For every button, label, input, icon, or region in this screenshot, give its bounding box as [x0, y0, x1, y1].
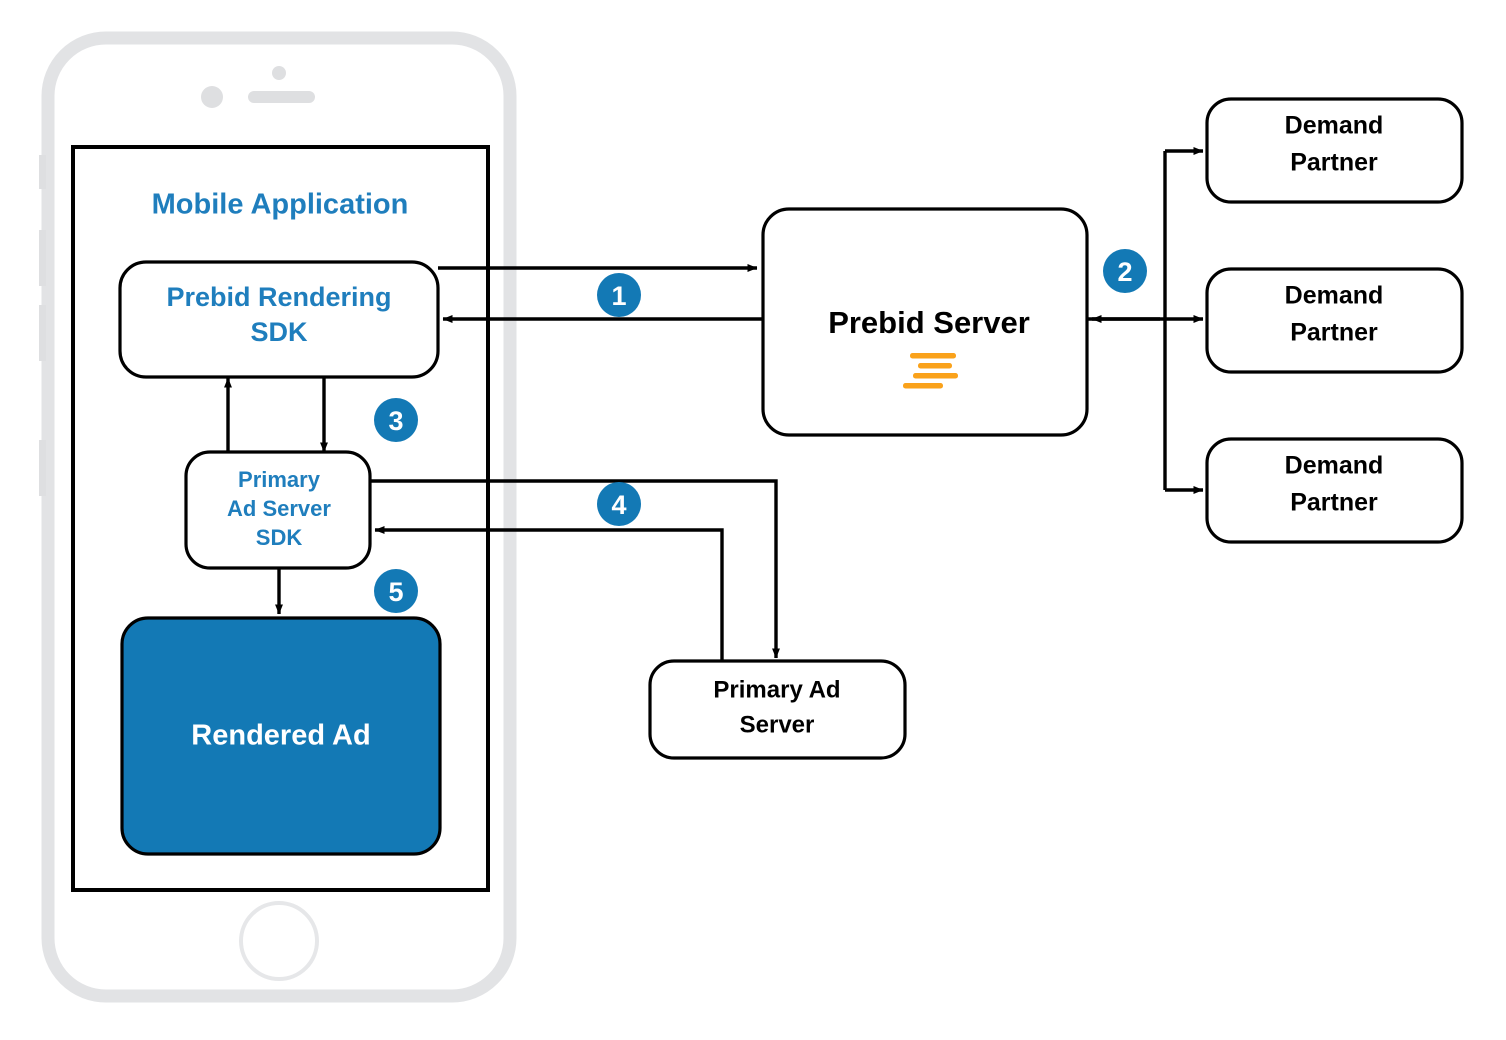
step-badge-2: 2: [1103, 249, 1147, 293]
step-badge-3: 3: [374, 398, 418, 442]
step-badge-5-number: 5: [388, 577, 403, 607]
connectors: [224, 147, 1204, 668]
node-prebid-server[interactable]: Prebid Server: [761, 207, 1089, 437]
volume-down-button[interactable]: [39, 305, 46, 361]
step-badge-4: 4: [597, 482, 641, 526]
prebid-rendering-sdk-label-line2: SDK: [250, 317, 308, 347]
connector-primary-ad-server-to-adserver-sdk: [374, 526, 724, 668]
step-badge-1: 1: [597, 273, 641, 317]
prebid-rendering-sdk-box[interactable]: [118, 260, 440, 379]
demand-partner-1-label-line2: Partner: [1290, 149, 1378, 177]
primary-ad-server-label-line1: Primary Ad: [713, 676, 840, 703]
prebid-server-label: Prebid Server: [828, 305, 1030, 340]
prebid-server-box[interactable]: [761, 207, 1089, 437]
mobile-application-title: Mobile Application: [152, 189, 409, 221]
demand-partner-1-label-line1: Demand: [1285, 112, 1384, 140]
step-badge-4-circle: [597, 482, 641, 526]
volume-up-button[interactable]: [39, 230, 46, 286]
step-badge-5-circle: [374, 569, 418, 613]
primary-ad-server-sdk-label-line2: Ad Server: [227, 496, 331, 521]
prebid-rendering-sdk-label-line1: Prebid Rendering: [166, 282, 391, 312]
demand-partner-3-box[interactable]: [1205, 437, 1464, 544]
power-button[interactable]: [39, 440, 46, 496]
proximity-sensor-icon: [272, 66, 286, 80]
demand-partner-1-box[interactable]: [1205, 97, 1464, 204]
primary-ad-server-sdk-box[interactable]: [184, 450, 372, 570]
node-demand-partner-1[interactable]: Demand Partner: [1205, 97, 1464, 204]
step-badge-1-circle: [597, 273, 641, 317]
silent-switch[interactable]: [39, 155, 46, 189]
rendered-ad-box[interactable]: [120, 616, 442, 856]
step-badge-3-number: 3: [388, 406, 403, 436]
demand-partner-2-label-line1: Demand: [1285, 282, 1384, 310]
connector-adserver-sdk-to-primary-ad-server: [370, 479, 780, 659]
demand-partner-2-label-line2: Partner: [1290, 319, 1378, 347]
step-badge-1-number: 1: [611, 281, 626, 311]
step-badge-4-number: 4: [611, 490, 626, 520]
primary-ad-server-box[interactable]: [648, 659, 907, 760]
node-prebid-rendering-sdk[interactable]: Prebid Rendering SDK: [118, 260, 440, 379]
prebid-logo-icon: [903, 353, 958, 389]
mobile-application-frame: [71, 145, 490, 892]
primary-ad-server-sdk-label-line1: Primary: [238, 467, 321, 492]
node-primary-ad-server[interactable]: Primary Ad Server: [648, 659, 907, 760]
node-demand-partner-3[interactable]: Demand Partner: [1205, 437, 1464, 544]
demand-partner-2-box[interactable]: [1205, 267, 1464, 374]
front-camera-icon: [201, 86, 223, 108]
earpiece-speaker: [248, 91, 315, 103]
step-badge-5: 5: [374, 569, 418, 613]
step-badge-2-number: 2: [1117, 257, 1132, 287]
primary-ad-server-label-line2: Server: [740, 711, 815, 738]
demand-partner-3-label-line2: Partner: [1290, 489, 1378, 517]
step-badge-3-circle: [374, 398, 418, 442]
step-badge-2-circle: [1103, 249, 1147, 293]
primary-ad-server-sdk-label-line3: SDK: [256, 525, 303, 550]
rendered-ad-label: Rendered Ad: [191, 720, 370, 752]
demand-partner-3-label-line1: Demand: [1285, 452, 1384, 480]
node-demand-partner-2[interactable]: Demand Partner: [1205, 267, 1464, 374]
home-button[interactable]: [239, 901, 319, 981]
node-primary-ad-server-sdk[interactable]: Primary Ad Server SDK: [184, 450, 372, 570]
node-rendered-ad[interactable]: Rendered Ad: [120, 616, 442, 856]
